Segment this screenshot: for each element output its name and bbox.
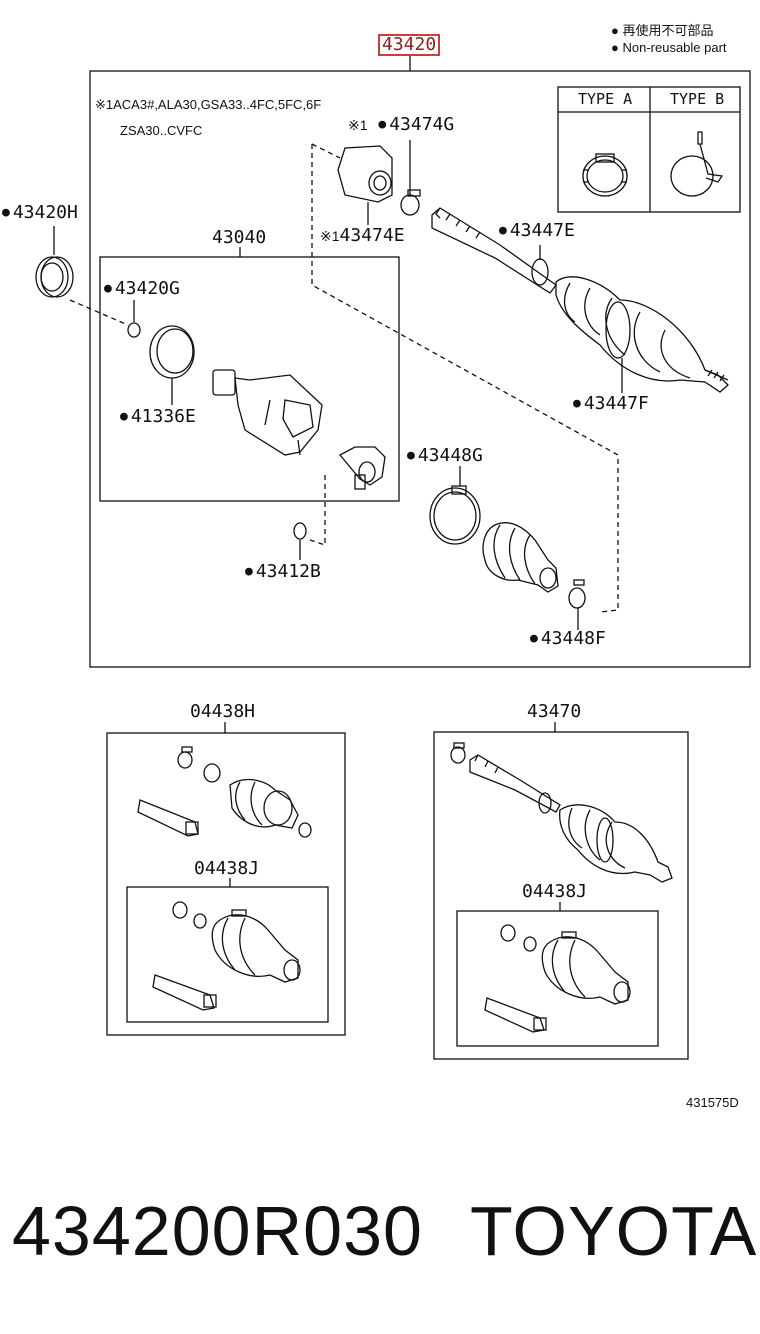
note-mark: ※1: [320, 228, 340, 244]
applicability-note-line1: ※1ACA3#,ALA30,GSA33..4FC,5FC,6F: [95, 98, 321, 111]
boot-kit-04438j-left-frame: [126, 886, 329, 1023]
main-assembly-number[interactable]: 43420: [378, 34, 441, 56]
part-label-41336e[interactable]: 41336E: [120, 408, 196, 426]
part-label-43420h[interactable]: 43420H: [2, 204, 78, 222]
drive-shaft-icon: [431, 207, 729, 393]
type-b-clamp-icon: [670, 131, 724, 197]
outboard-joint-43470-frame: [433, 731, 689, 1060]
footer-brand: TOYOTA: [470, 1192, 758, 1270]
part-label-43040[interactable]: 43040: [212, 227, 267, 248]
boot-kit-04438h-parts-icon: [137, 746, 312, 838]
type-a-label: TYPE A: [578, 90, 633, 108]
part-label-04438j-right[interactable]: 04438J: [522, 881, 588, 902]
snap-ring-43420g-icon: [127, 322, 141, 338]
legend-cn-text: 再使用不可部品: [622, 23, 714, 38]
part-label-43474g[interactable]: ※1 43474G: [348, 116, 454, 134]
ring-41336e-icon: [149, 325, 195, 405]
part-label-43412b[interactable]: 43412B: [245, 563, 321, 581]
tripod-housing-icon: [212, 369, 323, 456]
boot-kit-04438j-left-parts-icon: [152, 901, 301, 1011]
outboard-joint-43470-parts-icon: [450, 742, 673, 883]
type-table: [557, 86, 741, 213]
part-label-43447e[interactable]: 43447E: [499, 222, 575, 240]
part-label-43448f[interactable]: 43448F: [530, 630, 606, 648]
part-label-43470[interactable]: 43470: [527, 701, 582, 722]
boot-kit-04438h-frame: [106, 732, 346, 1036]
inboard-boot-icon: [482, 522, 559, 593]
part-label-04438j-left[interactable]: 04438J: [194, 858, 260, 879]
part-label-43447f[interactable]: 43447F: [573, 395, 649, 413]
bullet-icon: ●: [611, 23, 619, 38]
clamp-43474g-icon: [400, 140, 421, 216]
boot-kit-04438j-right-parts-icon: [484, 924, 631, 1033]
main-assembly-frame: [89, 70, 751, 668]
clamp-43448g-icon: [429, 466, 481, 545]
part-label-04438h[interactable]: 04438H: [190, 701, 256, 722]
boot-kit-04438j-right-frame: [456, 910, 659, 1047]
inboard-joint-frame: [99, 256, 400, 502]
damper-43474e-icon: [337, 145, 393, 225]
part-number-43474g: 43474G: [378, 114, 454, 135]
drawing-id: 431575D: [686, 1095, 739, 1110]
note-mark: ※1: [348, 117, 368, 133]
note-line1-text: ACA3#,ALA30,GSA33..4FC,5FC,6F: [113, 97, 322, 112]
clamp-43448f-icon: [568, 579, 586, 630]
type-a-clamp-icon: [582, 153, 628, 197]
legend-en-text: Non-reusable part: [622, 40, 727, 55]
part-label-43474e[interactable]: ※143474E: [320, 227, 405, 245]
legend-non-reusable-en: ● Non-reusable part: [611, 41, 727, 54]
applicability-note-line2: ZSA30..CVFC: [120, 123, 203, 138]
part-number-43474e: 43474E: [339, 225, 405, 246]
type-b-label: TYPE B: [670, 90, 725, 108]
legend-non-reusable-cn: ● 再使用不可部品: [611, 24, 714, 37]
seal-43420h-icon: [35, 226, 74, 298]
note-mark: ※1: [95, 97, 114, 112]
part-label-43448g[interactable]: 43448G: [407, 447, 483, 465]
snap-ring-43412b-icon: [293, 522, 307, 540]
tripod-spider-icon: [338, 446, 386, 490]
part-label-43420g[interactable]: 43420G: [104, 280, 180, 298]
footer-part-number: 434200R030: [12, 1192, 423, 1270]
bullet-icon: ●: [611, 40, 619, 55]
